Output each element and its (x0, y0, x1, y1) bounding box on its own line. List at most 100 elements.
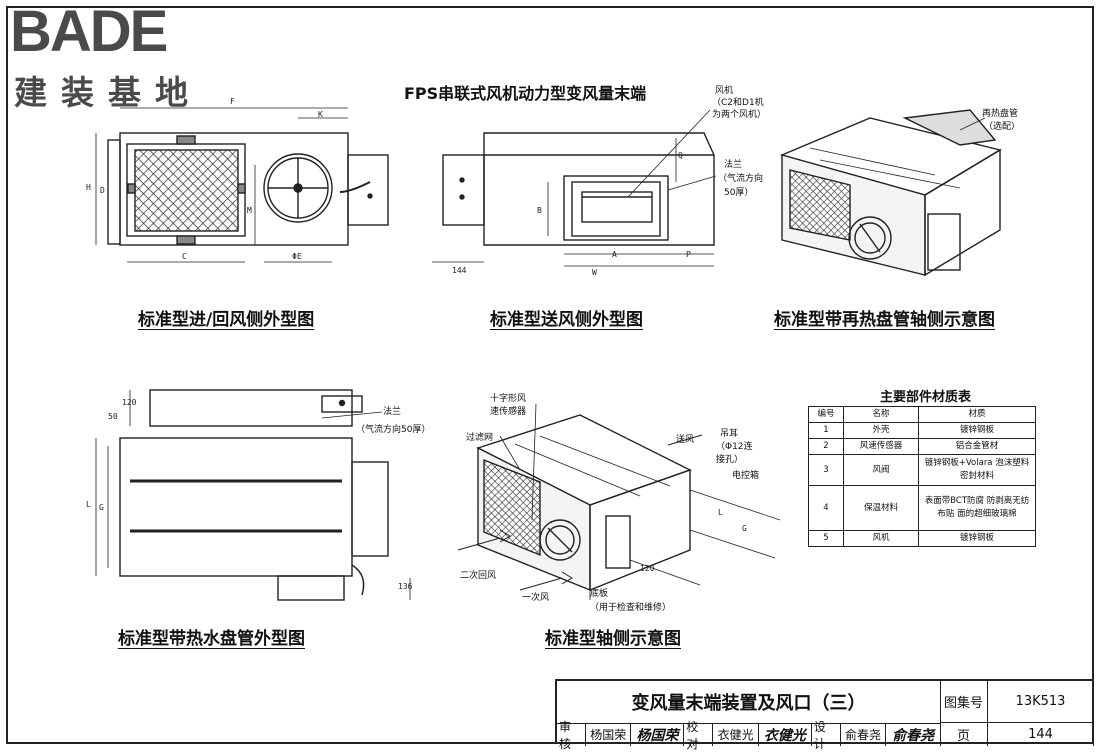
iso-view (457, 403, 781, 600)
table-row: 2 风速传感器 铝合金管材 (808, 438, 1036, 455)
dim-K: K (318, 110, 323, 119)
table-cell: 2 (808, 438, 844, 455)
label-hanger3: 接孔） (716, 455, 744, 465)
material-table: 编号 名称 材质 1 外壳 镀锌钢板 2 风速传感器 铝合金管材 3 风阀 镀锌… (808, 406, 1036, 547)
label-fan: 风机 (715, 86, 734, 96)
label-control-box: 电控箱 (732, 471, 760, 481)
label-flange2-note: （气流方向50厚） (356, 425, 431, 435)
table-row: 3 风阀 镀锌钢板+Volara 泡沫塑料密封材料 (808, 454, 1036, 486)
dim-H: H (86, 183, 91, 192)
caption-intake-side: 标准型进/回风侧外型图 (138, 310, 315, 330)
caption-hot-water: 标准型带热水盘管外型图 (118, 629, 305, 649)
label-flange-note1: （气流方向 (718, 174, 764, 184)
table-cell: 外壳 (843, 422, 919, 439)
label-hanger2: （Φ12连 (716, 442, 753, 452)
table-row: 5 风机 镀锌钢板 (808, 530, 1036, 547)
label-fan-note1: （C2和D1机 (712, 98, 764, 108)
page-label: 页 (940, 723, 988, 746)
caption-reheat-iso: 标准型带再热盘管轴侧示意图 (774, 310, 995, 330)
supply-side-view (432, 109, 717, 267)
check-label: 校对 (684, 720, 714, 751)
table-header: 名称 (843, 406, 919, 423)
label-reheat-coil-note: （选配） (984, 122, 1021, 132)
title-block: 变风量末端装置及风口（三） 图集号 13K513 审核 杨国荣 杨国荣 校对 衣… (555, 679, 1094, 751)
hot-water-view (95, 389, 411, 601)
checker-name: 衣健光 (713, 723, 759, 746)
table-cell: 1 (808, 422, 844, 439)
dim-50: 50 (108, 412, 118, 421)
label-filter: 过滤网 (466, 433, 494, 443)
dim-G: G (99, 503, 104, 512)
designer-signature: 俞春尧 (892, 727, 935, 744)
designer-name: 俞春尧 (841, 723, 887, 746)
label-supply-air: 送风 (676, 435, 695, 445)
dim-iso-L: L (718, 508, 723, 517)
table-cell: 镀锌钢板 (918, 530, 1036, 547)
label-primary-air: 一次风 (522, 593, 550, 603)
design-label: 设计 (812, 720, 841, 751)
label-flange: 法兰 (724, 160, 743, 170)
dim-M: M (247, 206, 252, 215)
table-cell: 风速传感器 (843, 438, 919, 455)
table-cell: 铝合金管材 (918, 438, 1036, 455)
drawing-frame (6, 6, 1094, 744)
dim-iso-G: G (742, 524, 747, 533)
main-title: FPS串联式风机动力型变风量末端 (404, 84, 647, 103)
signature-row: 审核 杨国荣 杨国荣 校对 衣健光 衣健光 设计 俞春尧 俞春尧 (557, 720, 941, 751)
drawing-title: 变风量末端装置及风口（三） (557, 681, 941, 724)
dim-phiE: ΦE (292, 252, 302, 261)
table-cell: 表面带BCT防腐 防剥离无纺布贴 面的超细玻璃棉 (918, 485, 1036, 531)
label-cross-sensor2: 速传感器 (490, 407, 527, 417)
table-header: 编号 (808, 406, 844, 423)
dim-P: P (686, 250, 691, 259)
dim-F: F (230, 97, 235, 106)
label-secondary-air: 二次回风 (460, 571, 497, 581)
dim-W: W (592, 268, 597, 277)
label-flange2: 法兰 (383, 407, 402, 417)
table-cell: 4 (808, 485, 844, 531)
logo: BADE (10, 0, 168, 64)
label-bottom-plate: 底板 (590, 589, 609, 599)
table-cell: 3 (808, 454, 844, 486)
dim-iso-120: 120 (640, 564, 655, 573)
dim-D: D (100, 186, 105, 195)
dim-A: A (612, 250, 617, 259)
table-cell: 镀锌钢板 (918, 422, 1036, 439)
checker-signature: 衣健光 (759, 723, 812, 746)
dim-120: 120 (122, 398, 137, 407)
table-row: 1 外壳 镀锌钢板 (808, 422, 1036, 439)
reviewer-signature: 杨国荣 (631, 723, 685, 746)
dim-L: L (86, 500, 91, 509)
label-flange-note2: 50厚） (724, 188, 754, 198)
reheat-iso-view (779, 109, 1002, 277)
review-label: 审核 (557, 720, 586, 751)
dim-136: 136 (398, 582, 413, 591)
label-cross-sensor: 十字形风 (490, 394, 527, 404)
label-bottom-plate-note: （用于检查和维修） (590, 603, 672, 613)
reviewer-name: 杨国荣 (586, 723, 632, 746)
dim-Q: Q (678, 151, 683, 160)
page-number: 144 (988, 723, 1094, 746)
label-hanger: 吊耳 (720, 429, 739, 439)
caption-supply-side: 标准型送风侧外型图 (490, 310, 643, 330)
table-cell: 5 (808, 530, 844, 547)
caption-iso: 标准型轴侧示意图 (545, 629, 681, 649)
atlas-label: 图集号 (940, 681, 988, 723)
table-row: 4 保温材料 表面带BCT防腐 防剥离无纺布贴 面的超细玻璃棉 (808, 485, 1036, 531)
table-cell: 风机 (843, 530, 919, 547)
label-fan-note2: 为两个风机） (712, 110, 767, 120)
dim-C: C (182, 252, 187, 261)
atlas-number: 13K513 (988, 681, 1094, 723)
dim-B: B (537, 206, 542, 215)
table-cell: 保温材料 (843, 485, 919, 531)
table-header-row: 编号 名称 材质 (808, 406, 1036, 423)
intake-side-view (95, 107, 389, 263)
table-cell: 镀锌钢板+Volara 泡沫塑料密封材料 (918, 454, 1036, 486)
dim-144: 144 (452, 266, 467, 275)
label-reheat-coil: 再热盘管 (982, 109, 1019, 119)
table-cell: 风阀 (843, 454, 919, 486)
material-table-title: 主要部件材质表 (880, 390, 972, 405)
logo-cn: 建装基地 (14, 73, 202, 112)
table-header: 材质 (918, 406, 1036, 423)
